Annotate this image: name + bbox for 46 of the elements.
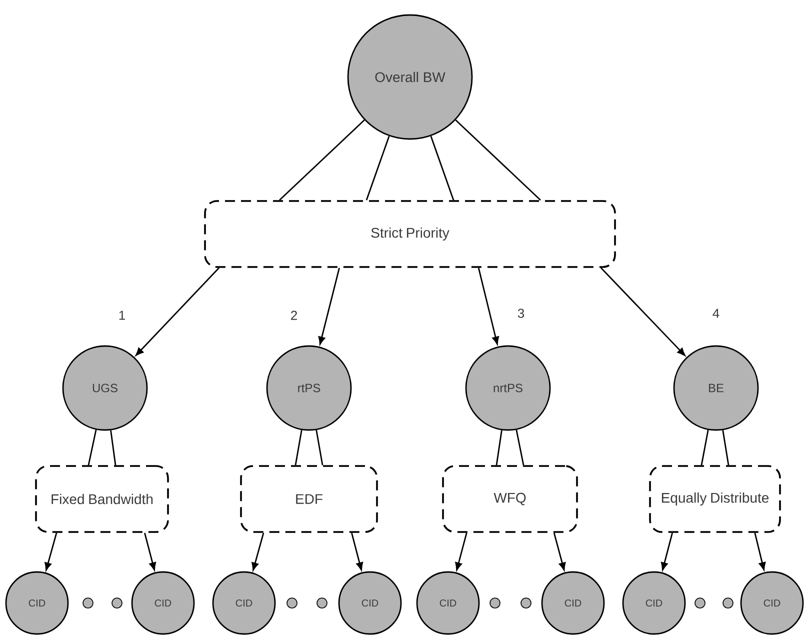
dashed-rounded-box: Strict Priority <box>204 200 616 268</box>
arrow <box>136 267 220 356</box>
connector-line <box>316 430 324 466</box>
dashed-rounded-box: Equally Distribute <box>649 465 781 533</box>
arrow <box>600 267 686 356</box>
arrow <box>754 532 766 570</box>
circle-node: CID <box>541 571 605 635</box>
circle-node: UGS <box>62 345 148 431</box>
circle-node: CID <box>622 571 686 635</box>
connector-line <box>700 430 709 466</box>
arrow <box>252 532 264 571</box>
circle-node: CID <box>416 571 480 635</box>
circle-node: BE <box>673 345 759 431</box>
connector-line <box>279 120 365 201</box>
arrow <box>44 532 58 571</box>
dashed-rounded-box: Fixed Bandwidth <box>35 465 169 533</box>
connector-line <box>110 430 116 466</box>
circle-node: Overall BW <box>347 14 473 140</box>
connector-line <box>516 430 524 466</box>
arrow <box>455 532 468 570</box>
circle-node: rtPS <box>266 345 352 431</box>
connector-line <box>455 120 541 201</box>
connector-line <box>722 430 730 466</box>
arrow <box>144 532 156 570</box>
circle-node: CID <box>131 571 195 635</box>
edge-label: 1 <box>117 310 127 321</box>
connector-line <box>366 136 390 200</box>
circle-node: CID <box>212 571 276 635</box>
edge-label: 2 <box>289 310 299 321</box>
dashed-rounded-box: EDF <box>240 465 378 533</box>
arrow <box>478 268 499 345</box>
edge-label: 3 <box>516 308 526 319</box>
circle-node: nrtPS <box>465 345 551 431</box>
arrow <box>351 532 363 570</box>
dashed-rounded-box: WFQ <box>442 465 578 533</box>
connector-line <box>88 430 97 466</box>
circle-node: CID <box>338 571 402 635</box>
arrow <box>661 532 673 570</box>
circle-node: CID <box>740 571 804 635</box>
connector-line <box>294 430 302 466</box>
edge-label: 4 <box>711 308 721 319</box>
connector-line <box>496 430 502 466</box>
circle-node: CID <box>5 571 69 635</box>
arrow <box>318 268 340 345</box>
connector-line <box>430 136 454 200</box>
arrow <box>553 532 566 570</box>
